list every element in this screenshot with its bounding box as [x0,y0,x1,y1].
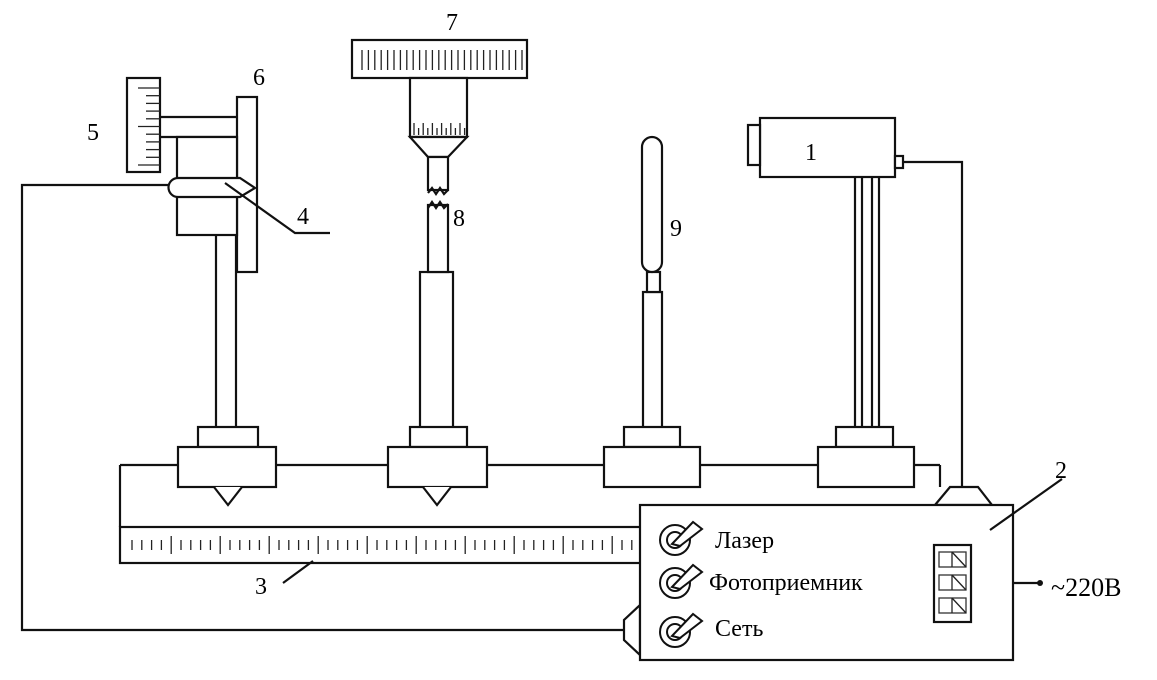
laser-wire [903,160,964,487]
label-4: 4 [297,204,309,230]
switch-label-laser: Лазер [715,528,774,554]
laser-stand [746,116,916,489]
wire-holder-stand [350,38,529,507]
indicator-lamp [938,597,967,614]
toggle-switch-icon[interactable] [659,563,704,599]
power-plug-dot [1037,580,1043,586]
laser-1 [758,116,897,179]
label-6: 6 [253,65,265,91]
photodetector-wire [20,183,624,632]
label-1: 1 [805,140,817,166]
micrometer-knob-5 [125,76,162,174]
photodetector-stand [125,76,330,507]
lens-stand [602,135,702,489]
label-3: 3 [255,574,267,600]
scale-ruler [118,525,647,565]
toggle-switch-icon[interactable] [659,520,704,556]
switch-label-photodetector: Фотоприемник [709,570,863,596]
switch-label-network: Сеть [715,616,763,642]
label-7: 7 [446,10,458,36]
indicator-lamp [938,574,967,591]
indicator-lamp [938,551,967,568]
wire-8-break-bottom [427,200,449,210]
lens-9 [640,135,664,274]
toggle-switch-icon[interactable] [659,612,704,648]
label-5: 5 [87,120,99,146]
photodetector-4 [167,176,258,199]
power-label: ~220В [1051,573,1121,602]
wire-8-break-top [427,186,449,196]
label-9: 9 [670,216,682,242]
micrometer-drum-7 [350,38,529,80]
control-box-2 [622,485,1043,662]
label-8: 8 [453,206,465,232]
label-2: 2 [1055,458,1067,484]
